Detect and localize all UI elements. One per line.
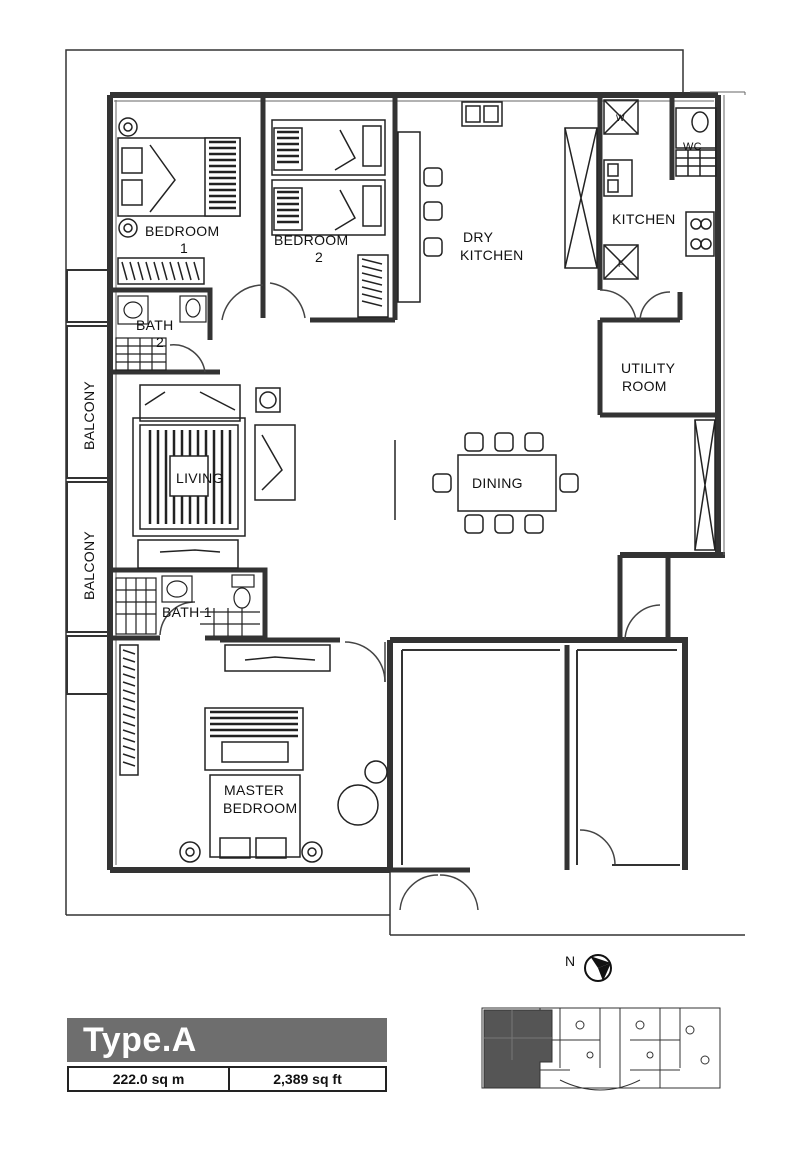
exterior-walls [107, 92, 725, 873]
label-dry-kitchen-1: DRY [463, 229, 494, 245]
label-bath2-2: 2 [156, 334, 164, 350]
dry-kitchen-fixtures [397, 101, 598, 303]
bath2-fixtures [115, 295, 207, 371]
label-wc: WC [683, 141, 702, 153]
bedroom2-beds [271, 119, 389, 318]
key-plan [481, 1007, 721, 1091]
label-balcony-top: BALCONY [81, 381, 97, 450]
label-master-1: MASTER [224, 782, 284, 798]
area-sqm: 222.0 sq m [67, 1066, 230, 1092]
bath1-fixtures [115, 574, 260, 636]
interior-walls [110, 95, 718, 873]
bedroom1-wardrobe [117, 257, 205, 285]
balconies [66, 269, 111, 695]
living-furniture [132, 384, 296, 569]
label-utility-2: ROOM [622, 378, 667, 394]
site-boundary [65, 49, 745, 936]
label-fridge: F [618, 259, 624, 269]
label-balcony-bottom: BALCONY [81, 531, 97, 600]
label-utility-1: UTILITY [621, 360, 676, 376]
label-washer: W [616, 113, 625, 123]
door-swings [159, 282, 671, 911]
label-dining: DINING [472, 475, 523, 491]
room-labels: BEDROOM 1 BEDROOM 2 DRY KITCHEN KITCHEN … [81, 113, 702, 816]
label-bedroom1: BEDROOM [145, 223, 219, 239]
compass-icon: N [565, 953, 612, 982]
bedroom1-bed [117, 117, 241, 238]
utility-window [694, 419, 716, 551]
label-bath1: BATH 1 [162, 604, 212, 620]
area-sqft: 2,389 sq ft [228, 1066, 387, 1092]
label-living: LIVING [176, 470, 224, 486]
compass-label: N [565, 953, 575, 969]
label-bath2-1: BATH [136, 317, 174, 333]
label-bedroom2: BEDROOM [274, 232, 348, 248]
label-dry-kitchen-2: KITCHEN [460, 247, 524, 263]
label-bedroom1-num: 1 [180, 240, 188, 256]
label-master-2: BEDROOM [223, 800, 297, 816]
keyplan-highlight [483, 1009, 553, 1089]
annex-rooms [401, 649, 680, 866]
label-bedroom2-num: 2 [315, 249, 323, 265]
dining-set [394, 432, 579, 534]
label-kitchen: KITCHEN [612, 211, 676, 227]
unit-type-title: Type.A [67, 1018, 387, 1062]
window-lines [114, 91, 746, 865]
master-bedroom-furniture [119, 644, 388, 863]
kitchen-fixtures [603, 99, 717, 280]
